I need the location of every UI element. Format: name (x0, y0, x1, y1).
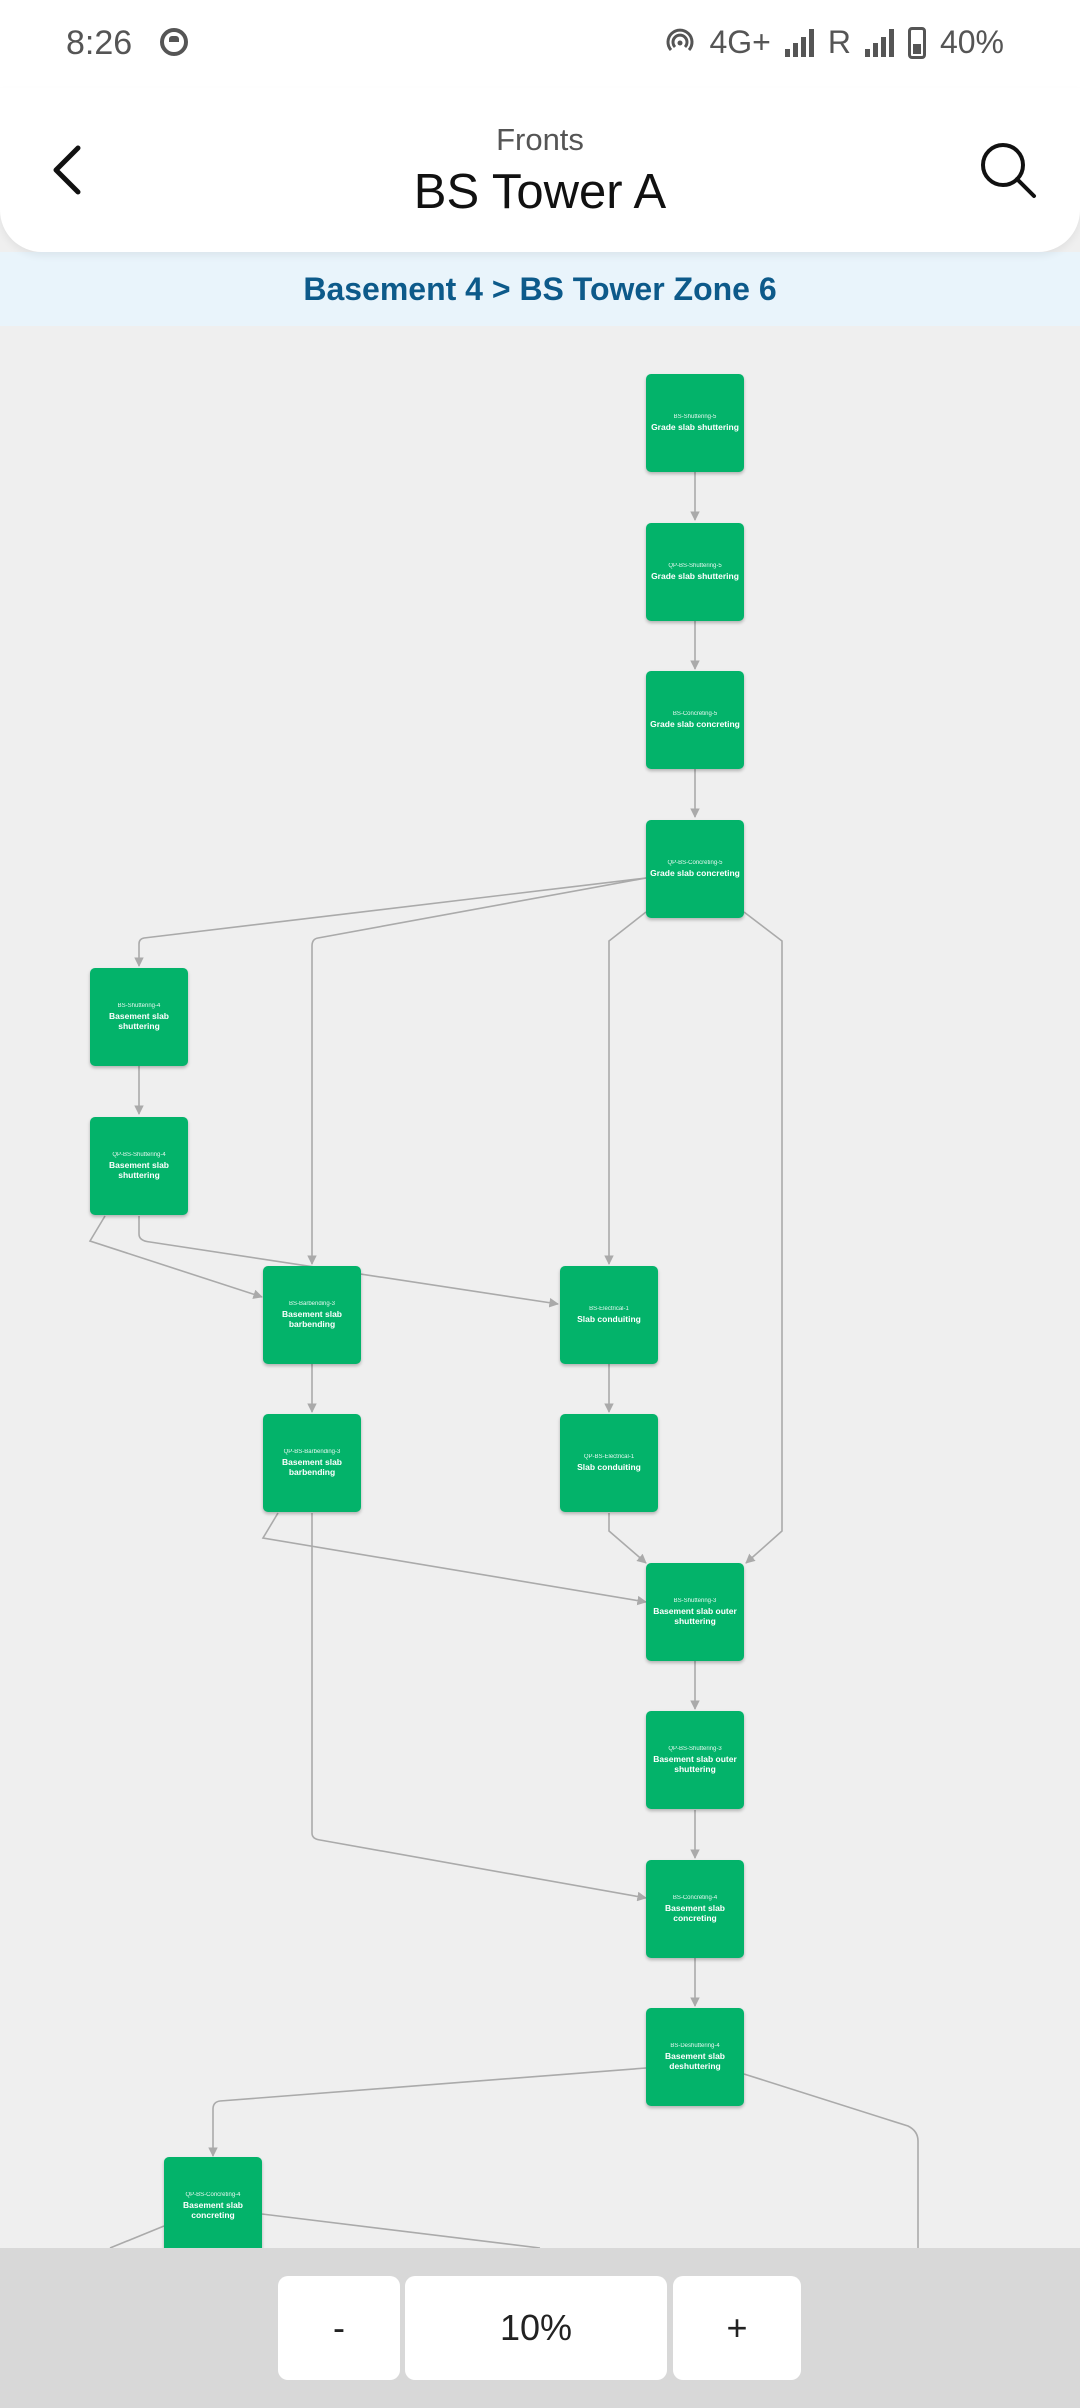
flow-connectors (88, 472, 919, 2248)
notification-icon (160, 28, 188, 56)
node-code: QP-BS-Concreting-4 (185, 2192, 241, 2198)
node-code: QP-BS-Barbending-3 (283, 1449, 341, 1455)
flow-node[interactable]: BS-Shuttering-5 Grade slab shuttering (646, 374, 744, 472)
node-name: Basement slab deshuttering (665, 2051, 725, 2071)
node-name: Slab conduiting (577, 1462, 641, 1472)
node-code: BS-Shuttering-3 (673, 1598, 717, 1604)
battery-level: 40% (939, 24, 1004, 60)
node-code: BS-Concreting-4 (672, 1895, 718, 1901)
node-name: Basement slab shuttering (109, 1011, 169, 1031)
node-name: Basement slab barbending (282, 1309, 342, 1329)
node-code: QP-BS-Shuttering-5 (668, 563, 722, 569)
roaming-indicator: R (827, 24, 851, 60)
node-name: Basement slab shuttering (109, 1160, 169, 1180)
node-code: BS-Concreting-5 (672, 711, 718, 717)
zoom-in-button[interactable]: + (673, 2276, 801, 2380)
signal-icon-2 (864, 28, 894, 57)
page-title: BS Tower A (413, 165, 667, 219)
connector (311, 1513, 647, 1902)
node-code: QP-BS-Shuttering-4 (112, 1152, 166, 1158)
node-name: Grade slab shuttering (651, 422, 739, 432)
status-icons: 4G+ R 40% (665, 24, 1004, 61)
connector (109, 2225, 165, 2248)
flow-node[interactable]: QP-BS-Concreting-4 Basement slab concret… (164, 2157, 262, 2248)
zoom-out-button[interactable]: - (278, 2276, 400, 2380)
signal-icon (784, 28, 814, 57)
flow-node[interactable]: QP-BS-Barbending-3 Basement slab barbend… (263, 1414, 361, 1512)
zoom-controls: - 10% + (0, 2248, 1080, 2408)
connector (88, 1215, 263, 1299)
flow-node[interactable]: BS-Electrical-1 Slab conduiting (560, 1266, 658, 1364)
node-name: Grade slab concreting (650, 868, 740, 878)
node-name: Basement slab outer shuttering (653, 1606, 737, 1626)
zoom-level[interactable]: 10% (405, 2276, 667, 2380)
status-bar: 8:26 4G+ R 40% (0, 0, 1080, 88)
node-code: QP-BS-Concreting-5 (667, 860, 723, 866)
flow-node[interactable]: QP-BS-Concreting-5 Grade slab concreting (646, 820, 744, 918)
flow-node[interactable]: QP-BS-Shuttering-5 Grade slab shuttering (646, 523, 744, 621)
node-code: QP-BS-Electrical-1 (583, 1454, 635, 1460)
connector (208, 2067, 647, 2157)
back-arrow-icon[interactable] (40, 140, 100, 200)
node-name: Basement slab barbending (282, 1457, 342, 1477)
flow-node[interactable]: QP-BS-Electrical-1 Slab conduiting (560, 1414, 658, 1512)
node-code: BS-Shuttering-5 (673, 414, 717, 420)
node-code: BS-Shuttering-4 (117, 1003, 161, 1009)
flow-node[interactable]: BS-Shuttering-3 Basement slab outer shut… (646, 1563, 744, 1661)
connector (604, 911, 647, 1265)
connector (261, 2213, 541, 2248)
flow-node[interactable]: QP-BS-Shuttering-4 Basement slab shutter… (90, 1117, 188, 1215)
connector (307, 877, 647, 1265)
flow-node[interactable]: BS-Deshuttering-4 Basement slab deshutte… (646, 2008, 744, 2106)
connector (261, 1512, 647, 1606)
connector (608, 1513, 647, 1564)
node-name: Grade slab shuttering (651, 571, 739, 581)
node-name: Basement slab concreting (183, 2200, 243, 2220)
flow-node[interactable]: BS-Concreting-4 Basement slab concreting (646, 1860, 744, 1958)
search-icon[interactable] (976, 138, 1040, 202)
flow-node[interactable]: BS-Concreting-5 Grade slab concreting (646, 671, 744, 769)
node-code: BS-Electrical-1 (589, 1306, 629, 1312)
connector (134, 877, 647, 967)
flow-node[interactable]: QP-BS-Shuttering-3 Basement slab outer s… (646, 1711, 744, 1809)
node-code: QP-BS-Shuttering-3 (668, 1746, 722, 1752)
node-name: Basement slab concreting (665, 1903, 725, 1923)
node-code: BS-Barbending-3 (288, 1301, 336, 1307)
network-type: 4G+ (709, 24, 771, 60)
connector (743, 2073, 919, 2248)
flow-node[interactable]: BS-Barbending-3 Basement slab barbending (263, 1266, 361, 1364)
flow-canvas[interactable]: BS-Shuttering-5 Grade slab shuttering QP… (0, 326, 1080, 2248)
header-subtitle: Fronts (496, 122, 584, 157)
flow-node[interactable]: BS-Shuttering-4 Basement slab shuttering (90, 968, 188, 1066)
connector (743, 911, 783, 1564)
hotspot-icon (666, 28, 694, 51)
node-name: Basement slab outer shuttering (653, 1754, 737, 1774)
status-time: 8:26 (66, 24, 133, 62)
node-code: BS-Deshuttering-4 (670, 2043, 720, 2049)
battery-icon (907, 26, 926, 59)
app-header: Fronts BS Tower A (0, 88, 1080, 252)
node-name: Slab conduiting (577, 1314, 641, 1324)
connector (138, 1216, 559, 1308)
breadcrumb: Basement 4 > BS Tower Zone 6 (0, 252, 1080, 326)
node-name: Grade slab concreting (650, 719, 740, 729)
